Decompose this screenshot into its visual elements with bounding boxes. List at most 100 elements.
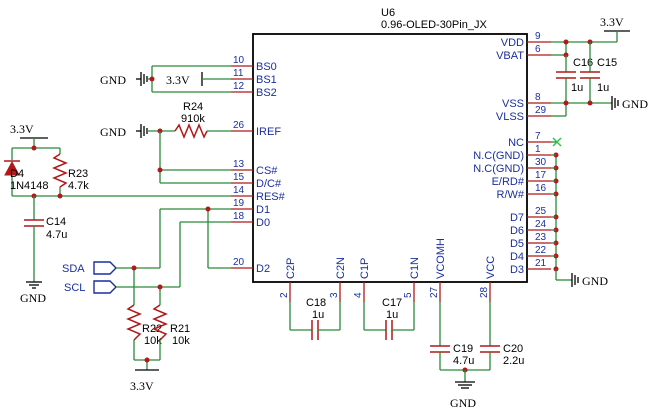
pin-num: 21: [535, 258, 547, 269]
pin-num: 28: [479, 286, 490, 298]
pin-num: 20: [233, 257, 245, 268]
pin-name: VDD: [501, 37, 524, 49]
pin-num: 23: [535, 232, 547, 243]
pin-name: NC: [508, 137, 524, 149]
pin-num: 19: [233, 198, 245, 209]
gnd-label-data: GND: [582, 274, 608, 288]
c19-value: 4.7u: [453, 355, 474, 367]
r22-value: 10k: [144, 335, 162, 347]
v33-label-pullup: 3.3V: [130, 379, 154, 393]
pin-name: D5: [510, 238, 524, 250]
i2c-interface[interactable]: SDA SCL R22 10k R21 10k 3.3V: [62, 206, 231, 394]
pin-num: 10: [233, 55, 245, 66]
sda-port[interactable]: [93, 261, 117, 275]
c20-value: 2.2u: [503, 355, 524, 367]
pin-name: BS0: [256, 61, 277, 73]
pin-name: D2: [256, 263, 270, 275]
pin-num: 14: [233, 185, 245, 196]
pin-name: VSS: [502, 98, 524, 110]
pin-num: 22: [535, 245, 547, 256]
c15-value: 1u: [597, 82, 609, 94]
pin-name: C1N: [409, 257, 421, 279]
gnd-label-vss: GND: [622, 97, 648, 111]
ic-bottom-pins: C2P 2 C2N 3 C1P 4 C1N 5 VCOMH 27 VCC 28: [279, 238, 497, 302]
pin-name: D/C#: [256, 178, 282, 190]
c14-value: 4.7u: [46, 229, 67, 241]
sda-net-label: SDA: [62, 263, 85, 275]
pin-name: C2N: [335, 257, 347, 279]
c18-ref: C18: [306, 297, 326, 309]
bs-strap-network: GND 3.3V: [100, 65, 231, 93]
r24-value: 910k: [181, 113, 205, 125]
pin-num: 24: [535, 219, 547, 230]
cs-dc-ground-tie: [157, 131, 231, 184]
c16-value: 1u: [571, 82, 583, 94]
r23-ref: R23: [68, 168, 88, 180]
pin-name: RES#: [256, 191, 286, 203]
ic-body[interactable]: [252, 33, 528, 283]
nc-marker: [551, 137, 562, 147]
pin-name: BS2: [256, 87, 277, 99]
pin-name: R/W#: [497, 189, 525, 201]
pin-num: 30: [535, 157, 547, 168]
pin-name: CS#: [256, 165, 278, 177]
pin-num: 18: [233, 211, 245, 222]
v33-label-bs1: 3.3V: [166, 73, 190, 87]
reset-network[interactable]: 3.3V D4 1N4148 R23 4.7k C14 4.7u GND: [4, 122, 231, 305]
pin-num: 16: [535, 183, 547, 194]
ic-value: 0.96-OLED-30Pin_JX: [381, 19, 487, 31]
pin-name: N.C(GND): [473, 150, 524, 162]
c17-ref: C17: [382, 297, 402, 309]
pin-num: 11: [233, 68, 244, 79]
r23-value: 4.7k: [68, 180, 89, 192]
c16-ref: C16: [573, 57, 593, 69]
pin-num: 27: [429, 286, 440, 298]
vcomh-vcc-caps[interactable]: C19 4.7u C20 2.2u GND: [430, 302, 524, 410]
c17-value: 1u: [386, 309, 398, 321]
pin-num: 13: [233, 159, 245, 170]
v33-label-reset: 3.3V: [10, 122, 34, 136]
pin-num: 12: [233, 81, 245, 92]
r21-value: 10k: [172, 335, 190, 347]
pin-name: D7: [510, 212, 524, 224]
pin-num: 3: [329, 292, 340, 298]
pin-name: VLSS: [496, 111, 524, 123]
c15-ref: C15: [597, 57, 617, 69]
r21-ref: R21: [170, 323, 190, 335]
pin-name: N.C(GND): [473, 163, 524, 175]
r24-ref: R24: [183, 101, 203, 113]
gnd-label-iref: GND: [100, 125, 126, 139]
ic-right-pins: VDD 9 VBAT 6 VSS 8 VLSS 29 NC 7 N.C(GND)…: [473, 31, 551, 276]
pin-num: 29: [535, 105, 547, 116]
pin-num: 26: [233, 120, 245, 131]
pin-name: D6: [510, 225, 524, 237]
pin-name: VCC: [485, 256, 497, 279]
pin-name: D0: [256, 217, 270, 229]
d4-ref: D4: [10, 168, 24, 180]
pin-num: 4: [353, 292, 364, 298]
pin-name: IREF: [256, 126, 281, 138]
c20-ref: C20: [503, 343, 523, 355]
scl-port[interactable]: [93, 280, 117, 294]
iref-resistor[interactable]: GND R24 910k: [100, 101, 231, 139]
c14-ref: C14: [46, 216, 66, 228]
gnd-label-bs: GND: [100, 73, 126, 87]
c19-ref: C19: [453, 343, 473, 355]
unused-pin-ground-bus: GND: [551, 152, 608, 288]
d4-value: 1N4148: [10, 180, 49, 192]
pin-name: D3: [510, 264, 524, 276]
pin-num: 5: [403, 292, 414, 298]
charge-pump-caps[interactable]: C18 1u C17 1u: [289, 297, 415, 340]
gnd-label-reset: GND: [20, 291, 46, 305]
pin-num: 9: [535, 31, 541, 42]
pin-name: C2P: [285, 258, 297, 279]
pin-num: 25: [535, 206, 547, 217]
pin-num: 8: [535, 92, 541, 103]
gnd-label-vcc: GND: [450, 396, 476, 410]
pin-num: 2: [279, 292, 290, 298]
pin-name: VCOMH: [435, 238, 447, 279]
pin-num: 7: [535, 131, 541, 142]
pin-num: 17: [535, 170, 547, 181]
supply-decoupling[interactable]: 3.3V C16 1u C15 1u GND: [551, 15, 648, 117]
pin-name: C1P: [359, 258, 371, 279]
